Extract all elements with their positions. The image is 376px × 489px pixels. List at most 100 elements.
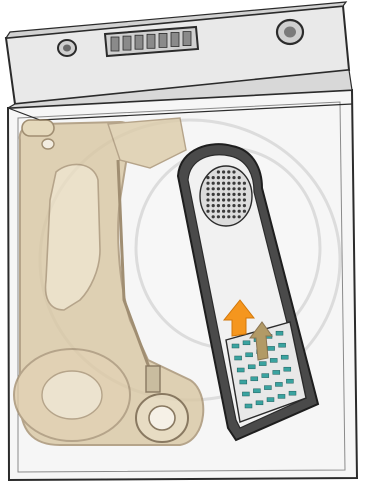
grip-hole (243, 182, 246, 185)
grip-hole (217, 170, 220, 173)
grip-hole (217, 182, 220, 185)
screen-slot (286, 379, 293, 383)
screen-slot (246, 353, 253, 357)
screen-slot (264, 386, 271, 390)
grip-hole (222, 215, 225, 218)
screen-slot (235, 356, 242, 360)
screen-slot (256, 401, 263, 405)
motor-pulley (136, 394, 188, 442)
grip-hole (232, 176, 235, 179)
left-knob (58, 40, 76, 56)
display-segment (159, 33, 167, 47)
grip-hole (227, 215, 230, 218)
grip-hole (212, 193, 215, 196)
grip-hole (212, 187, 215, 190)
grip-hole (217, 198, 220, 201)
grip-hole (238, 187, 241, 190)
grip-hole (238, 215, 241, 218)
grip-hole (227, 176, 230, 179)
display-segment (111, 37, 119, 51)
control-panel (6, 2, 352, 108)
grip-hole (232, 198, 235, 201)
grip-hole (243, 210, 246, 213)
grip-hole (206, 198, 209, 201)
grip-hole (232, 193, 235, 196)
grip-hole (243, 193, 246, 196)
grip-hole (206, 176, 209, 179)
grip-hole (238, 204, 241, 207)
grip-hole (217, 176, 220, 179)
grip-hole (227, 204, 230, 207)
screen-slot (232, 344, 239, 348)
grip-hole (227, 187, 230, 190)
grip-hole (222, 210, 225, 213)
grip-hole (212, 198, 215, 201)
grip-hole (227, 210, 230, 213)
grip-hole (206, 193, 209, 196)
grip-hole (222, 198, 225, 201)
grip-hole (217, 193, 220, 196)
grip-hole (222, 187, 225, 190)
screen-slot (251, 377, 258, 381)
screen-slot (273, 370, 280, 374)
grip-hole (217, 187, 220, 190)
grip-hole (227, 198, 230, 201)
grip-hole (238, 193, 241, 196)
grip-hole (222, 204, 225, 207)
grip-hole (232, 215, 235, 218)
screen-slot (243, 341, 250, 345)
screen-slot (240, 380, 247, 384)
grip-hole (232, 187, 235, 190)
grip-hole (212, 215, 215, 218)
grip-hole (206, 204, 209, 207)
grip-hole (227, 193, 230, 196)
display-segment (147, 34, 155, 48)
display-segment (171, 33, 179, 47)
grip-hole (227, 170, 230, 173)
grip-hole (217, 204, 220, 207)
grip-hole (212, 210, 215, 213)
screen-slot (284, 367, 291, 371)
grip-hole (227, 182, 230, 185)
grip-hole (222, 182, 225, 185)
display-segment (183, 32, 191, 46)
screen-slot (268, 346, 275, 350)
grip-hole (232, 182, 235, 185)
grip-hole (243, 187, 246, 190)
screen-slot (262, 374, 269, 378)
grip-hole (238, 210, 241, 213)
grip-hole (212, 204, 215, 207)
grip-hole (222, 176, 225, 179)
screen-slot (281, 355, 288, 359)
grip-hole (212, 176, 215, 179)
grip-hole (217, 210, 220, 213)
grip-hole (232, 204, 235, 207)
grip-hole (206, 187, 209, 190)
display-segment (123, 36, 131, 50)
grip-hole (222, 170, 225, 173)
screen-slot (242, 392, 249, 396)
screen-slot (289, 391, 296, 395)
screen-slot (248, 365, 255, 369)
grip-hole (212, 182, 215, 185)
screen-slot (275, 382, 282, 386)
screen-slot (253, 389, 260, 393)
grip-hole (206, 182, 209, 185)
grip-hole (222, 193, 225, 196)
right-knob (277, 20, 303, 44)
screen-slot (245, 404, 252, 408)
screen-slot (278, 394, 285, 398)
screen-slot (270, 358, 277, 362)
grip-hole (243, 204, 246, 207)
grip-hole (238, 176, 241, 179)
display-segment (135, 35, 143, 49)
grip-hole (232, 210, 235, 213)
grip-hole (217, 215, 220, 218)
screen-slot (279, 343, 286, 347)
screen-slot (267, 398, 274, 402)
grip-hole (232, 170, 235, 173)
screen-slot (276, 331, 283, 335)
screen-slot (237, 368, 244, 372)
